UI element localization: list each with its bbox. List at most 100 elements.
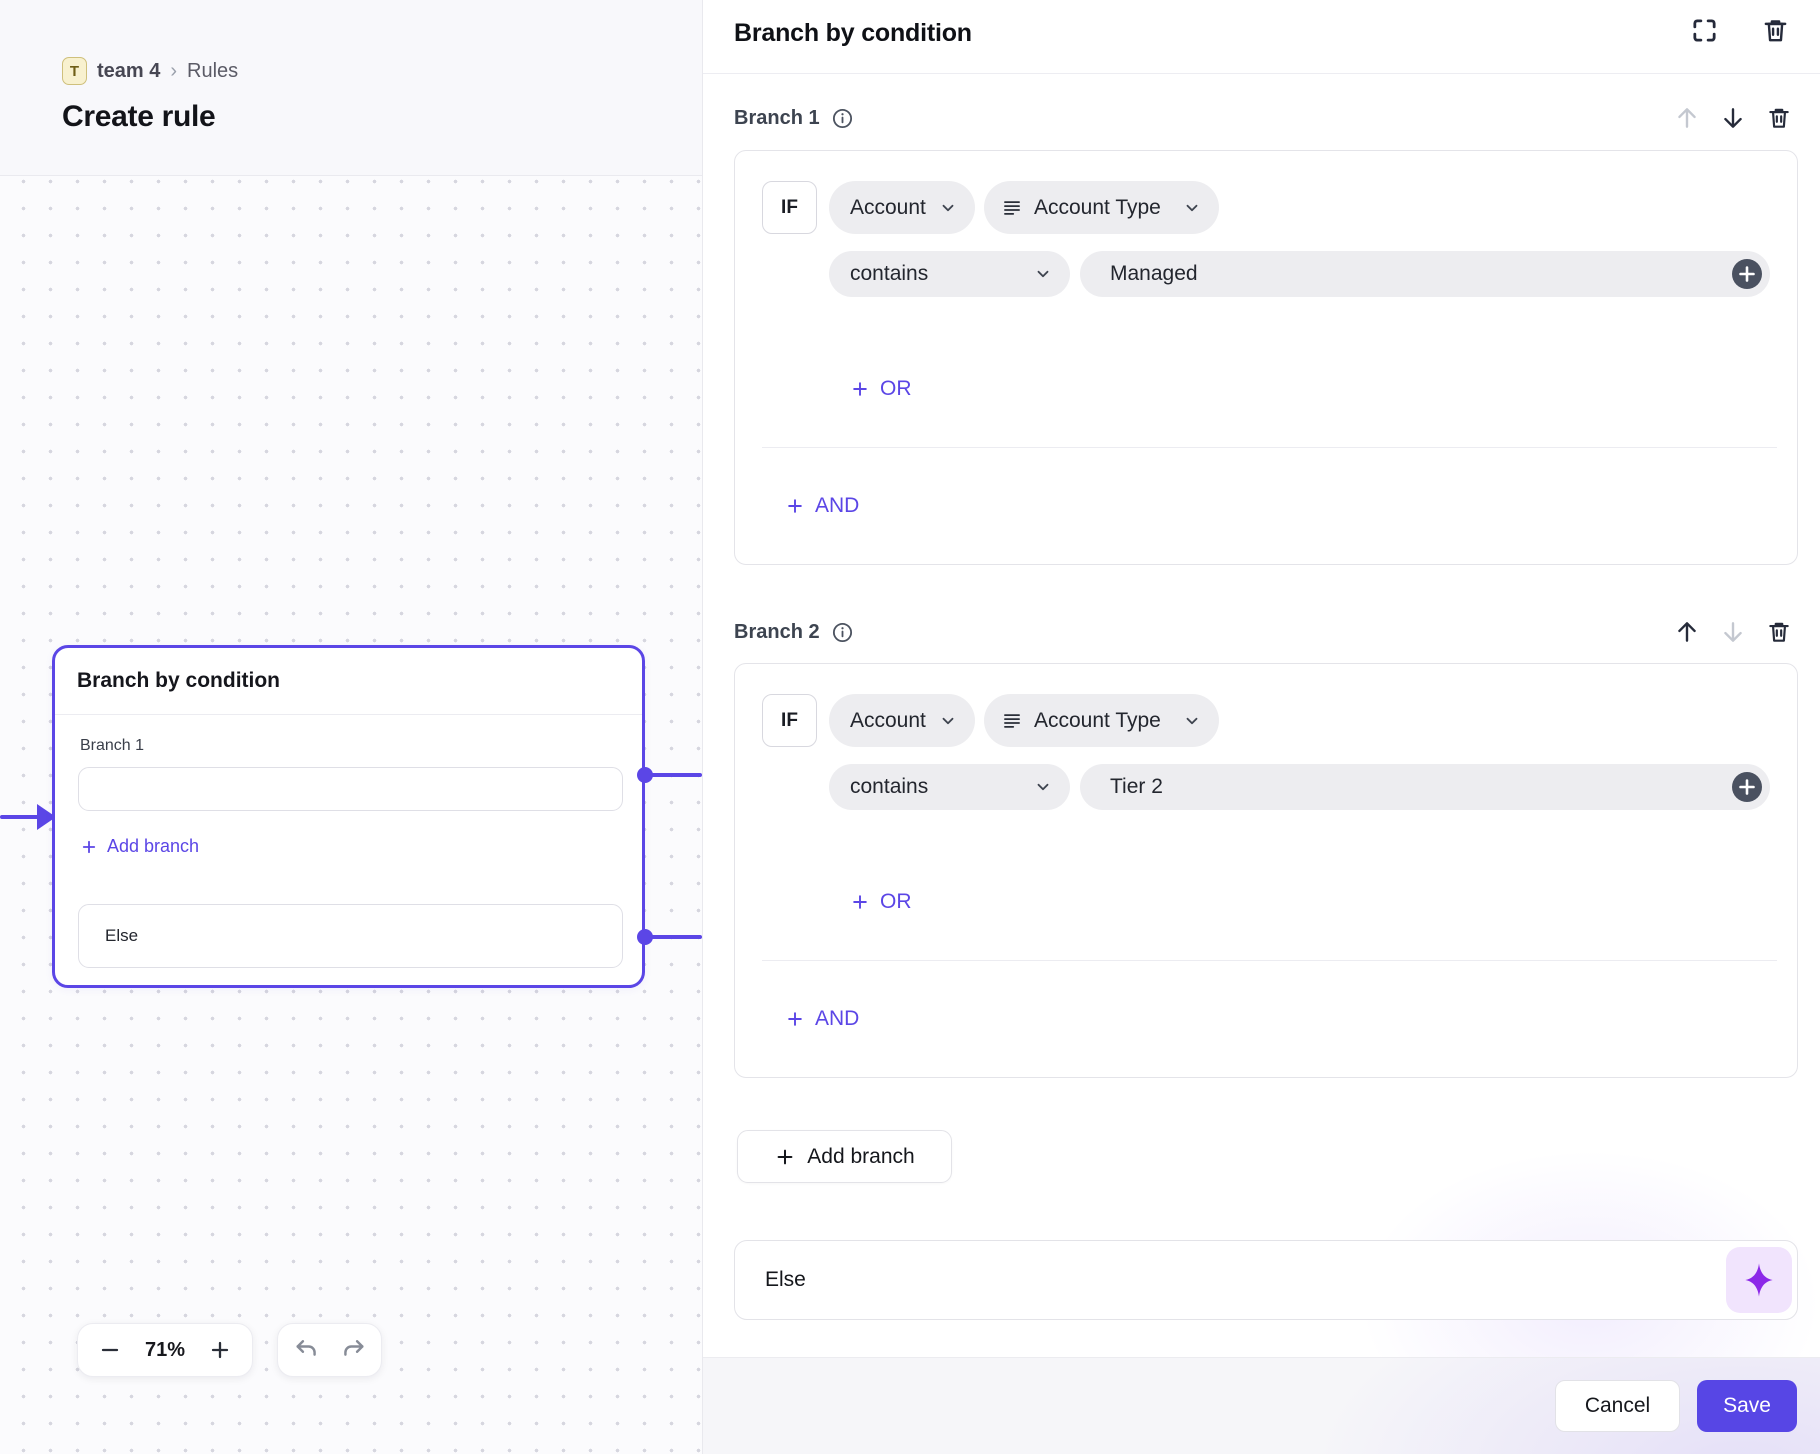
panel-header: Branch by condition (703, 0, 1820, 74)
field-lines-icon (1004, 200, 1020, 215)
delete-node-button[interactable] (1761, 16, 1790, 45)
canvas-header: T team 4 › Rules Create rule (0, 0, 702, 176)
operator-value: contains (850, 262, 929, 285)
branch2-add-and-button[interactable]: AND (785, 1007, 859, 1031)
or-label: OR (880, 890, 912, 913)
expand-panel-button[interactable] (1690, 16, 1719, 45)
breadcrumb-separator-icon: › (170, 59, 178, 82)
chevron-down-icon (942, 717, 954, 724)
ai-assist-button[interactable] (1726, 1247, 1792, 1313)
page-title: Create rule (62, 100, 216, 133)
else-label: Else (765, 1268, 806, 1291)
branch2-move-down-button[interactable] (1720, 619, 1746, 645)
expand-icon (1693, 19, 1716, 42)
plus-icon (788, 1012, 802, 1026)
branch1-actions (1674, 96, 1792, 140)
redo-icon (343, 1340, 364, 1356)
branch2-condition-card: IF Account Account Type contains Tier 2 … (734, 663, 1798, 1078)
branch1-move-down-button[interactable] (1720, 105, 1746, 131)
branch2-value-field[interactable]: Tier 2 (1080, 764, 1770, 810)
branch1-delete-button[interactable] (1766, 105, 1792, 131)
branch-node[interactable]: Branch by condition Branch 1 Add branch … (52, 645, 645, 988)
field-lines-icon (1004, 713, 1020, 728)
branch1-connector-handle[interactable] (637, 767, 653, 783)
operator-value: contains (850, 775, 929, 798)
branch-node-header: Branch by condition (55, 648, 642, 715)
branch-config-panel: Branch by condition Branch 1 (702, 0, 1820, 1454)
zoom-controls: 71% (77, 1323, 253, 1377)
branch1-field-select[interactable]: Account Type (984, 181, 1219, 234)
add-value-icon[interactable] (1731, 258, 1763, 290)
branch1-add-and-button[interactable]: AND (785, 494, 859, 518)
cancel-button[interactable]: Cancel (1555, 1380, 1680, 1432)
branch1-edge (645, 773, 702, 777)
undo-button[interactable] (293, 1336, 321, 1364)
node-branch1-condition-box[interactable] (78, 767, 623, 811)
node-else-label: Else (105, 926, 139, 945)
trash-icon (1769, 622, 1789, 642)
branch2-move-up-button[interactable] (1674, 619, 1700, 645)
plus-icon (82, 840, 96, 853)
node-branch1-label: Branch 1 (80, 737, 145, 754)
branch2-add-or-button[interactable]: OR (850, 890, 912, 914)
sparkle-icon (1745, 1263, 1773, 1297)
plus-icon (777, 1149, 793, 1164)
trash-icon (1769, 108, 1789, 128)
condition-value: Managed (1110, 262, 1198, 285)
team-badge: T (62, 57, 87, 85)
object-value: Account (850, 195, 926, 219)
info-icon[interactable] (831, 621, 854, 644)
zoom-level: 71% (144, 1338, 186, 1361)
breadcrumb: T team 4 › Rules (62, 56, 238, 86)
branch2-operator-select[interactable]: contains (829, 764, 1070, 810)
breadcrumb-team-link[interactable]: team 4 (97, 59, 161, 82)
field-value: Account Type (1034, 195, 1161, 219)
panel-title: Branch by condition (734, 19, 972, 47)
or-label: OR (880, 377, 912, 400)
add-branch-button[interactable]: Add branch (737, 1130, 952, 1183)
branch2-delete-button[interactable] (1766, 619, 1792, 645)
if-chip: IF (762, 181, 817, 234)
info-icon[interactable] (831, 107, 854, 130)
save-button[interactable]: Save (1697, 1380, 1797, 1432)
branch1-operator-select[interactable]: contains (829, 251, 1070, 297)
branch1-move-up-button[interactable] (1674, 105, 1700, 131)
condition-divider (762, 447, 1777, 448)
if-chip: IF (762, 694, 817, 747)
plus-icon (853, 382, 867, 396)
zoom-in-button[interactable] (208, 1338, 232, 1362)
branch1-value-field[interactable]: Managed (1080, 251, 1770, 297)
node-else-box[interactable]: Else (78, 904, 623, 968)
branch1-label: Branch 1 (734, 106, 820, 129)
else-edge (645, 935, 702, 939)
branch1-add-or-button[interactable]: OR (850, 377, 912, 401)
chevron-down-icon (942, 204, 954, 211)
arrow-up-icon (1678, 622, 1696, 642)
zoom-out-button[interactable] (98, 1338, 122, 1362)
condition-value: Tier 2 (1110, 775, 1163, 798)
minus-icon (101, 1348, 119, 1352)
incoming-edge-arrow-icon (37, 804, 56, 830)
redo-button[interactable] (339, 1336, 367, 1364)
else-connector-handle[interactable] (637, 929, 653, 945)
arrow-up-icon (1678, 108, 1696, 128)
incoming-edge (0, 815, 40, 819)
chevron-down-icon (1186, 717, 1198, 724)
branch2-heading: Branch 2 (734, 610, 854, 654)
branch-node-title: Branch by condition (77, 669, 281, 692)
field-value: Account Type (1034, 708, 1161, 732)
arrow-down-icon (1724, 108, 1742, 128)
chevron-down-icon (1037, 270, 1049, 278)
add-value-icon[interactable] (1731, 771, 1763, 803)
branch1-object-select[interactable]: Account (829, 181, 975, 234)
branch2-object-select[interactable]: Account (829, 694, 975, 747)
arrow-down-icon (1724, 622, 1742, 642)
branch2-field-select[interactable]: Account Type (984, 694, 1219, 747)
breadcrumb-rules-link[interactable]: Rules (187, 59, 239, 82)
branch2-label: Branch 2 (734, 620, 820, 643)
chevron-down-icon (1037, 783, 1049, 791)
flow-canvas[interactable]: T team 4 › Rules Create rule Branch by c… (0, 0, 702, 1454)
trash-icon (1764, 20, 1787, 42)
node-add-branch-link[interactable]: Add branch (80, 836, 199, 857)
